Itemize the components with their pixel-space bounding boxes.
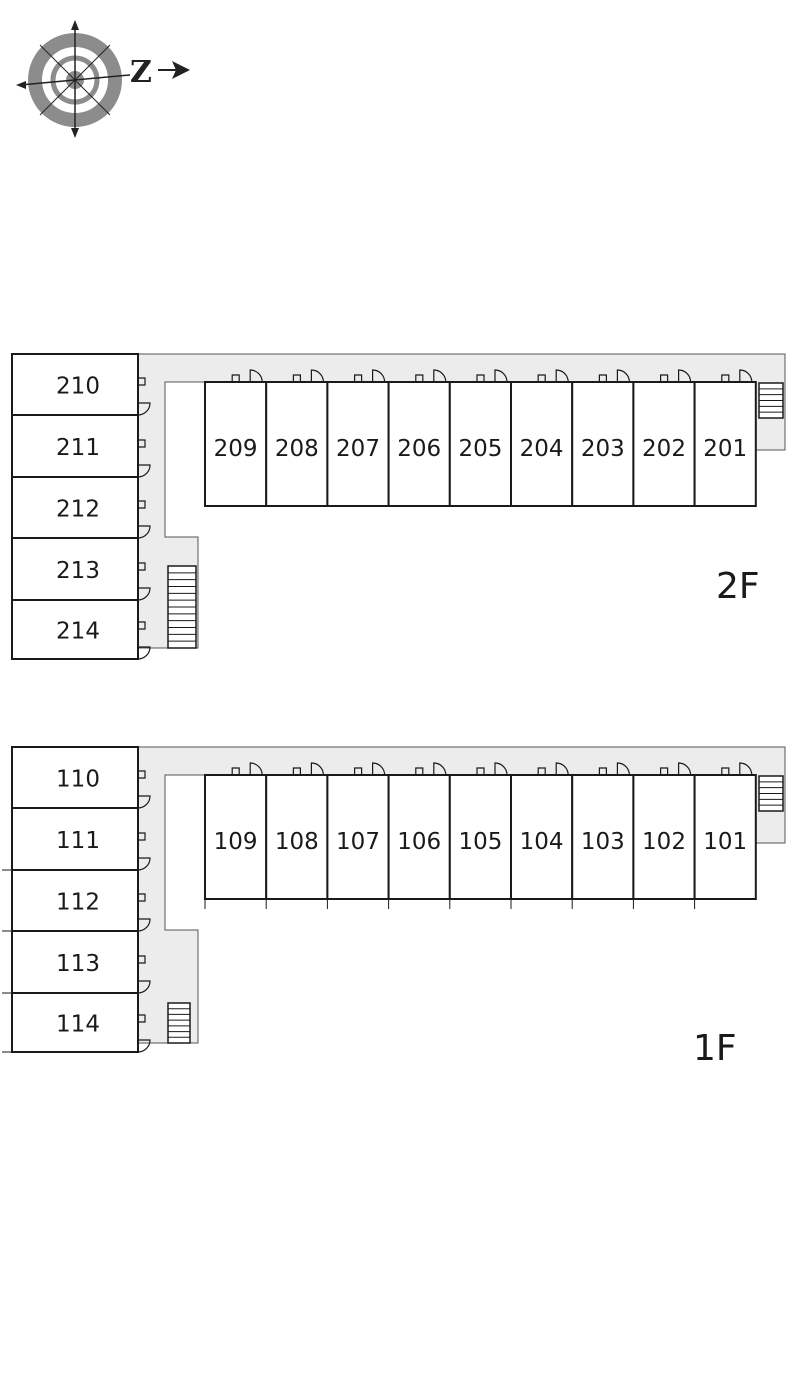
unit-210: 210: [11, 353, 151, 416]
compass-rose-icon: Z: [16, 20, 190, 138]
unit-label: 202: [642, 436, 686, 462]
door-icon: [415, 369, 447, 383]
unit-label: 206: [397, 436, 441, 462]
door-icon: [476, 369, 508, 383]
north-arrow-icon: [172, 61, 190, 79]
unit-label: 205: [458, 436, 502, 462]
unit-label: 211: [56, 435, 100, 461]
door-icon: [476, 762, 508, 776]
unit-106: 106: [387, 762, 451, 909]
unit-110: 110: [11, 746, 151, 809]
door-icon: [137, 621, 151, 660]
unit-label: 106: [397, 829, 441, 855]
unit-112: 112: [2, 869, 151, 932]
door-icon: [721, 762, 753, 776]
door-icon: [137, 500, 151, 539]
unit-201: 201: [693, 369, 757, 507]
door-icon: [137, 770, 151, 809]
unit-213: 213: [11, 537, 151, 601]
unit-label: 214: [56, 619, 100, 645]
unit-107: 107: [326, 762, 390, 909]
unit-label: 213: [56, 558, 100, 584]
door-icon: [660, 762, 692, 776]
unit-212: 212: [11, 476, 151, 539]
unit-205: 205: [448, 369, 512, 507]
unit-label: 105: [458, 829, 502, 855]
floor-1f: 109 108 107 106 105 104 103 102 101 110 111 112 113 1…: [2, 746, 786, 1069]
unit-202: 202: [632, 369, 696, 507]
unit-211: 211: [11, 414, 151, 478]
door-icon: [598, 369, 630, 383]
door-icon: [231, 369, 263, 383]
unit-113: 113: [2, 930, 151, 994]
door-icon: [137, 955, 151, 994]
unit-label: 204: [520, 436, 564, 462]
unit-label: 108: [275, 829, 319, 855]
unit-204: 204: [510, 369, 574, 507]
unit-label: 203: [581, 436, 625, 462]
stairs-right: [758, 775, 784, 812]
door-icon: [598, 762, 630, 776]
door-icon: [137, 832, 151, 871]
stairs-right: [758, 382, 784, 419]
unit-207: 207: [326, 369, 390, 507]
unit-109: 109: [204, 762, 268, 909]
unit-label: 111: [56, 828, 100, 854]
unit-label: 112: [56, 890, 100, 916]
unit-label: 210: [56, 374, 100, 400]
door-icon: [354, 369, 386, 383]
door-icon: [292, 369, 324, 383]
unit-203: 203: [571, 369, 635, 507]
unit-label: 103: [581, 829, 625, 855]
unit-111: 111: [2, 807, 151, 871]
unit-label: 113: [56, 951, 100, 977]
door-icon: [137, 893, 151, 932]
unit-101: 101: [693, 762, 757, 909]
unit-label: 114: [56, 1012, 100, 1038]
unit-label: 212: [56, 497, 100, 523]
unit-label: 201: [703, 436, 747, 462]
door-icon: [660, 369, 692, 383]
floor-label: 1F: [693, 1028, 737, 1069]
door-icon: [415, 762, 447, 776]
door-icon: [137, 562, 151, 601]
unit-label: 207: [336, 436, 380, 462]
unit-label: 101: [703, 829, 747, 855]
floor-label: 2F: [716, 566, 760, 607]
door-icon: [354, 762, 386, 776]
door-icon: [537, 762, 569, 776]
door-icon: [537, 369, 569, 383]
unit-label: 107: [336, 829, 380, 855]
stairs-left: [167, 565, 197, 649]
door-icon: [721, 369, 753, 383]
door-icon: [137, 439, 151, 478]
unit-209: 209: [204, 369, 268, 507]
stairs-left: [167, 1002, 191, 1044]
door-icon: [137, 1014, 151, 1053]
unit-label: 208: [275, 436, 319, 462]
unit-206: 206: [387, 369, 451, 507]
unit-105: 105: [448, 762, 512, 909]
unit-label: 209: [214, 436, 258, 462]
unit-114: 114: [2, 992, 151, 1053]
unit-label: 102: [642, 829, 686, 855]
north-label: Z: [130, 55, 152, 90]
floor-2f: 209 208 207 206 205 204 203 202 201 210 211 212 213 2…: [11, 353, 786, 660]
door-icon: [137, 377, 151, 416]
unit-104: 104: [510, 762, 574, 909]
door-icon: [292, 762, 324, 776]
door-icon: [231, 762, 263, 776]
unit-label: 104: [520, 829, 564, 855]
unit-214: 214: [11, 599, 151, 660]
unit-108: 108: [265, 762, 329, 909]
unit-103: 103: [571, 762, 635, 909]
unit-102: 102: [632, 762, 696, 909]
unit-label: 110: [56, 767, 100, 793]
unit-label: 109: [214, 829, 258, 855]
unit-208: 208: [265, 369, 329, 507]
